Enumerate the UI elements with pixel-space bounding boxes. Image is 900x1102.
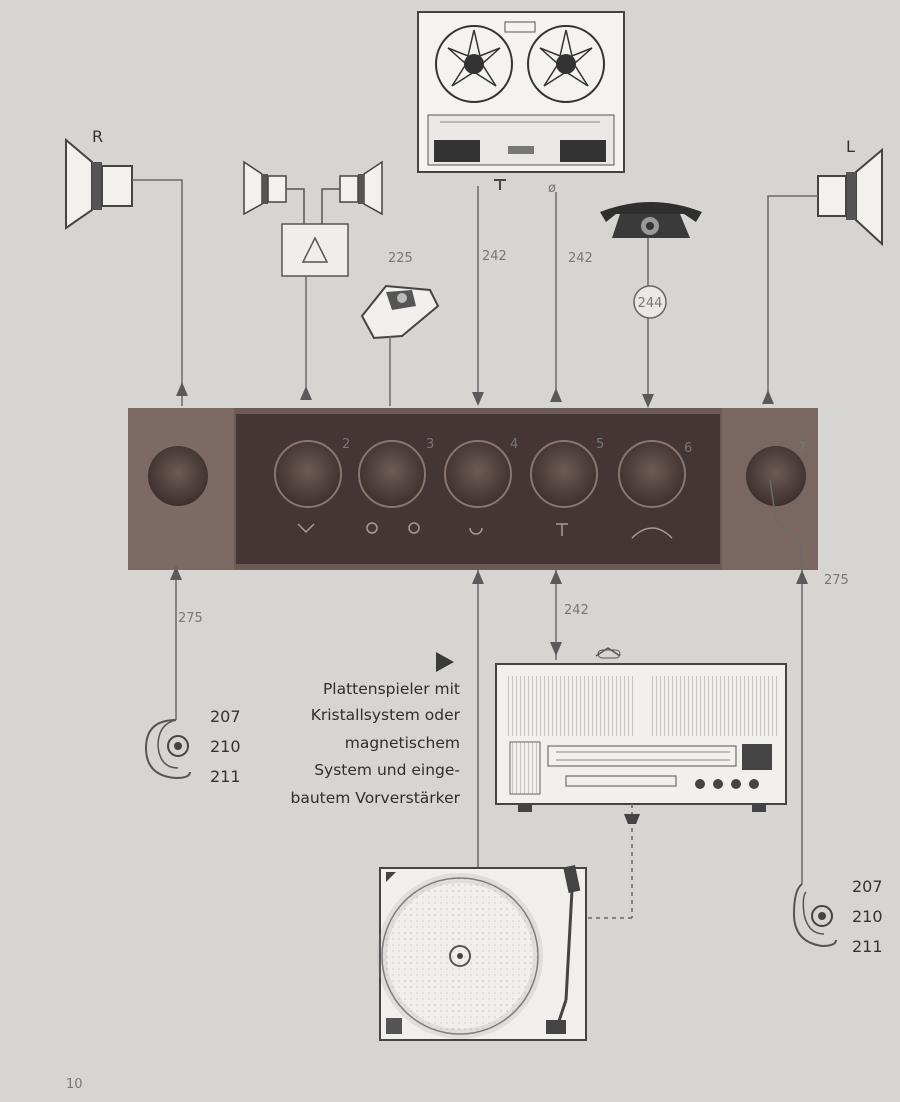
speaker-right-label: R	[92, 127, 103, 146]
svg-text:ø: ø	[548, 181, 556, 196]
cable-label-242-tape-b: 242	[568, 251, 593, 266]
mic-symbol-icon	[408, 522, 420, 534]
telephone-icon	[600, 202, 702, 238]
socket-number-7: 7	[798, 441, 806, 456]
socket-number-2: 2	[342, 437, 350, 452]
caption-line-2: Kristallsystem oder	[311, 706, 461, 724]
arrow-markers	[176, 382, 774, 408]
cable-code-left-3: 211	[210, 767, 241, 786]
connection-lines	[132, 179, 818, 406]
cable-label-242-radio: 242	[564, 603, 589, 618]
din-socket-5	[530, 440, 598, 508]
mic-symbol-icon	[366, 522, 378, 534]
speaker-socket-right	[148, 446, 208, 506]
tape-recorder-icon: ø	[417, 11, 625, 196]
amplifier-symbol-icon	[297, 523, 315, 534]
plug-icon	[624, 814, 640, 824]
caption-line-5: bautem Vorverstärker	[291, 789, 461, 807]
caption-line-4: System und einge-	[314, 761, 460, 779]
caption-text: Plattenspieler mit Kristallsystem oder m…	[291, 680, 461, 807]
speaker-left-label: L	[846, 137, 855, 156]
pointer-arrow-icon	[436, 652, 454, 672]
tape-symbol-icon	[469, 527, 483, 535]
cable-code-right-3: 211	[852, 937, 883, 956]
radio-receiver-icon	[495, 647, 787, 812]
cable-code-left-1: 207	[210, 707, 241, 726]
socket-number-6: 6	[684, 441, 692, 456]
speaker-socket-left	[746, 446, 806, 506]
caption-line-3: magnetischem	[345, 734, 460, 752]
socket-number-4: 4	[510, 437, 518, 452]
cable-label-225: 225	[388, 251, 413, 266]
cable-label-244: 244	[638, 296, 663, 311]
cable-coil-left-icon	[144, 719, 191, 780]
amplifier-box-icon	[281, 223, 349, 277]
caption-line-1: Plattenspieler mit	[323, 680, 460, 698]
speaker-right-icon: R	[65, 127, 133, 230]
adapter-plug-icon: 225	[360, 251, 440, 340]
cable-label-275-right: 275	[824, 573, 849, 588]
cable-label-275-left: 275	[178, 611, 203, 626]
phone-symbol-icon	[631, 527, 673, 539]
cable-label-242-tape-a: 242	[482, 249, 507, 264]
cable-code-right-1: 207	[852, 877, 883, 896]
socket-number-3: 3	[426, 437, 434, 452]
cable-coil-right-icon	[792, 883, 837, 948]
socket-number-5: 5	[596, 437, 604, 452]
radio-symbol-icon	[556, 523, 568, 536]
speaker-left-icon: L	[817, 137, 883, 247]
cable-code-right-2: 210	[852, 907, 883, 926]
arrow-markers-bottom	[170, 566, 808, 656]
dashed-link	[586, 804, 633, 919]
cable-244-badge	[633, 285, 667, 319]
socket-panel: 2 3 4 5 6 7	[128, 408, 818, 570]
speaker-pair-icon	[243, 160, 383, 224]
din-socket-3	[358, 440, 426, 508]
turntable-icon	[377, 865, 587, 1041]
cable-code-left-2: 210	[210, 737, 241, 756]
din-socket-6	[618, 440, 686, 508]
din-socket-4	[444, 440, 512, 508]
din-socket-2	[274, 440, 342, 508]
page-number: 10	[66, 1077, 83, 1092]
